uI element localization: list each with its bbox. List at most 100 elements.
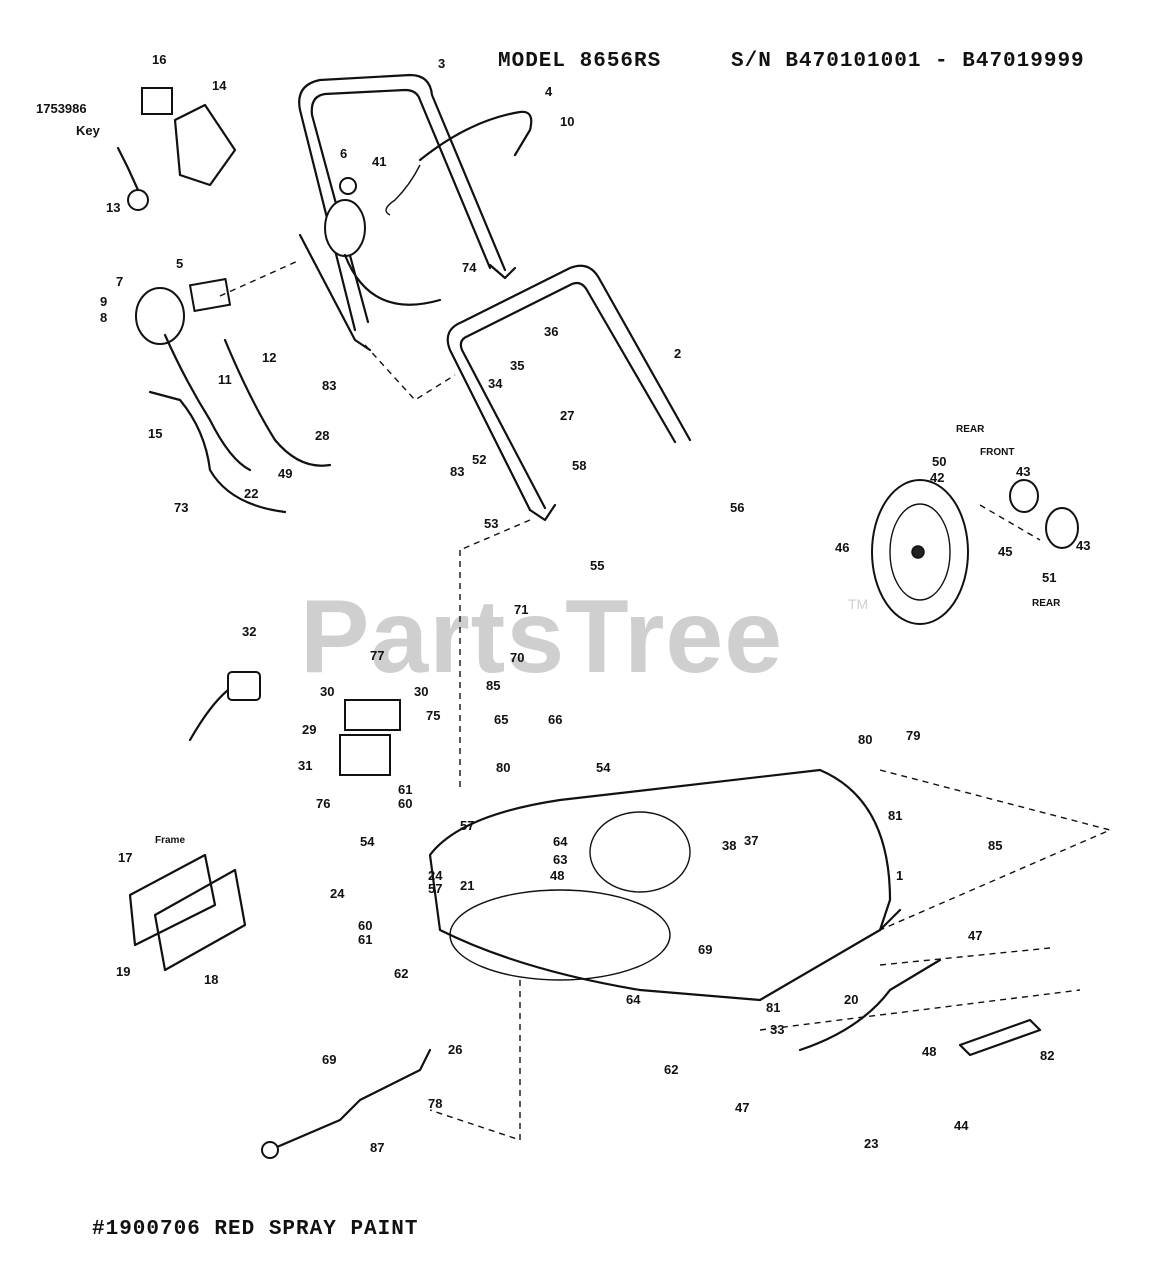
callout-16: 16 — [152, 52, 166, 67]
frame-plates-part — [128, 853, 247, 972]
callout-66: 66 — [548, 712, 562, 727]
callout-61a: 61 — [398, 782, 412, 797]
serial-number-range: S/N B470101001 - B47019999 — [731, 50, 1085, 73]
front-label: FRONT — [980, 447, 1014, 458]
callout-49: 49 — [278, 466, 292, 481]
callout-79: 79 — [906, 728, 920, 743]
callout-83a: 83 — [322, 378, 336, 393]
callout-14: 14 — [212, 78, 227, 93]
callout-58: 58 — [572, 458, 586, 473]
callout-21: 21 — [460, 878, 474, 893]
callout-34: 34 — [488, 376, 503, 391]
throttle-control-part — [324, 177, 442, 306]
callout-43a: 43 — [1016, 464, 1030, 479]
model-number: MODEL 8656RS — [498, 50, 662, 73]
callout-15: 15 — [148, 426, 162, 441]
callout-26: 26 — [448, 1042, 462, 1057]
callout-65: 65 — [494, 712, 508, 727]
callout-11: 11 — [218, 372, 232, 387]
callout-32: 32 — [242, 624, 256, 639]
callout-13: 13 — [106, 200, 120, 215]
callout-20: 20 — [844, 992, 858, 1007]
callout-7: 7 — [116, 274, 123, 289]
key-part-number: 1753986 — [36, 101, 87, 116]
callout-22: 22 — [244, 486, 258, 501]
callout-69a: 69 — [698, 942, 712, 957]
assembly-lines — [219, 259, 1113, 1141]
callout-56: 56 — [730, 500, 744, 515]
callout-80b: 80 — [858, 732, 872, 747]
callout-43b: 43 — [1076, 538, 1090, 553]
callout-28: 28 — [315, 428, 329, 443]
callout-36: 36 — [544, 324, 558, 339]
callout-64a: 64 — [553, 834, 568, 849]
callout-47b: 47 — [735, 1100, 749, 1115]
callout-10: 10 — [560, 114, 574, 129]
callout-54a: 54 — [596, 760, 611, 775]
callout-77: 77 — [370, 648, 384, 663]
callout-82: 82 — [1040, 1048, 1054, 1063]
callout-87: 87 — [370, 1140, 384, 1155]
callout-31: 31 — [298, 758, 312, 773]
callout-41: 41 — [372, 154, 386, 169]
callout-62a: 62 — [394, 966, 408, 981]
callout-47a: 47 — [968, 928, 982, 943]
callout-3: 3 — [438, 56, 445, 71]
callout-24a: 24 — [330, 886, 345, 901]
callout-55: 55 — [590, 558, 604, 573]
callout-64b: 64 — [626, 992, 641, 1007]
callout-45: 45 — [998, 544, 1012, 559]
callout-62b: 62 — [664, 1062, 678, 1077]
callout-24b: 24 — [428, 868, 443, 883]
callout-73: 73 — [174, 500, 188, 515]
callout-23: 23 — [864, 1136, 878, 1151]
control-cable — [418, 110, 533, 162]
callout-69b: 69 — [322, 1052, 336, 1067]
callout-6: 6 — [340, 146, 347, 161]
callout-9: 9 — [100, 294, 107, 309]
callout-80a: 80 — [496, 760, 510, 775]
rear-label-top: REAR — [956, 424, 985, 435]
callout-19: 19 — [116, 964, 130, 979]
paint-note: #1900706 RED SPRAY PAINT — [92, 1218, 419, 1241]
callout-61b: 61 — [358, 932, 372, 947]
key-label: Key — [76, 123, 101, 138]
callout-57a: 57 — [460, 818, 474, 833]
callout-8: 8 — [100, 310, 107, 325]
callout-50: 50 — [932, 454, 946, 469]
callout-48a: 48 — [550, 868, 564, 883]
callout-44: 44 — [954, 1118, 969, 1133]
key-assembly-part — [116, 87, 237, 211]
callout-75: 75 — [426, 708, 440, 723]
switch-box-part — [135, 277, 232, 345]
callout-37: 37 — [744, 833, 758, 848]
callout-35: 35 — [510, 358, 524, 373]
callout-52: 52 — [472, 452, 486, 467]
callout-60b: 60 — [358, 918, 372, 933]
callout-81b: 81 — [766, 1000, 780, 1015]
callout-53: 53 — [484, 516, 498, 531]
callout-57b: 57 — [428, 881, 442, 896]
callout-12: 12 — [262, 350, 276, 365]
callout-85a: 85 — [486, 678, 500, 693]
callout-83b: 83 — [450, 464, 464, 479]
trademark-mark: TM — [848, 596, 869, 612]
callout-63: 63 — [553, 852, 567, 867]
callout-30b: 30 — [414, 684, 428, 699]
callout-5: 5 — [176, 256, 183, 271]
callout-74: 74 — [462, 260, 477, 275]
callout-48b: 48 — [922, 1044, 936, 1059]
callout-54b: 54 — [360, 834, 375, 849]
callout-33: 33 — [770, 1022, 784, 1037]
callout-85b: 85 — [988, 838, 1002, 853]
height-adjuster-part — [798, 958, 1042, 1057]
wheel-part — [871, 479, 1079, 625]
control-linkage-part — [261, 1048, 432, 1159]
callout-81a: 81 — [888, 808, 902, 823]
callout-46a: 46 — [835, 540, 849, 555]
callout-4: 4 — [545, 84, 553, 99]
callout-42: 42 — [930, 470, 944, 485]
callout-2: 2 — [674, 346, 681, 361]
